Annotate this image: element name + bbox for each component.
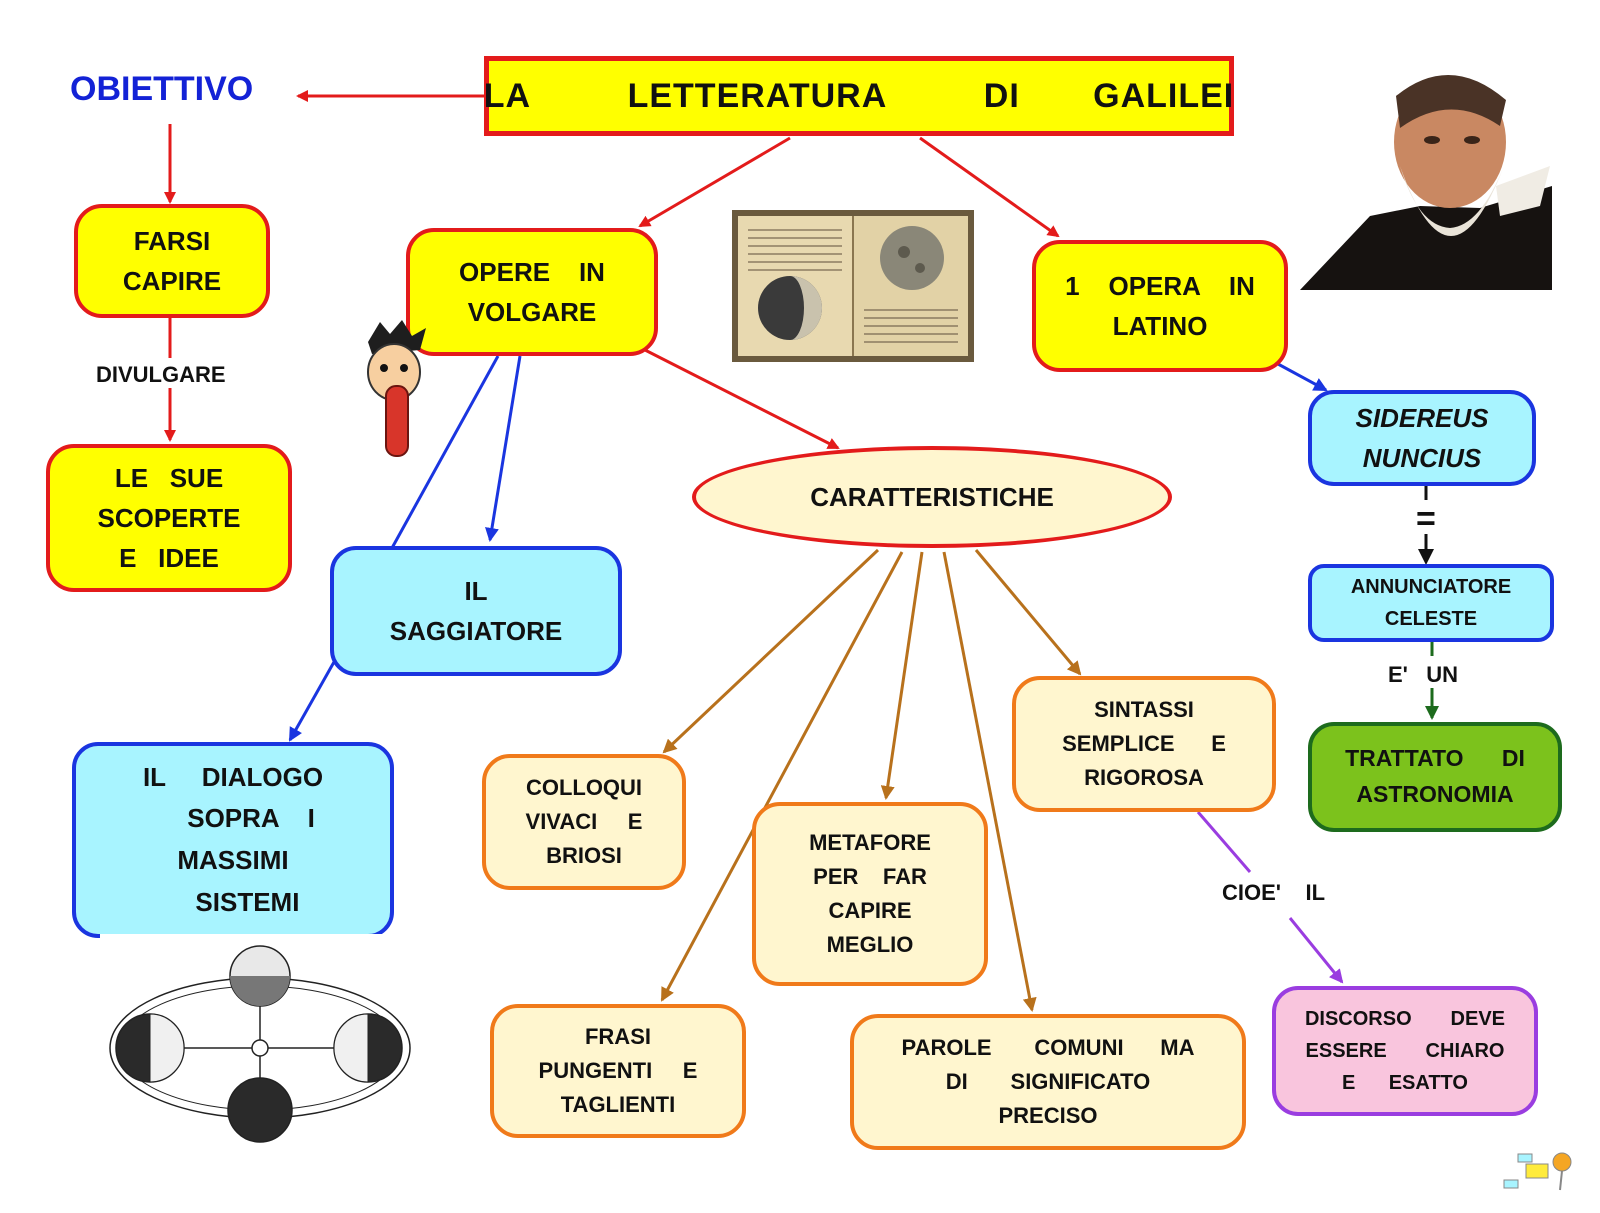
- link-label-uguale: =: [1416, 500, 1436, 538]
- arrow-cioe-to-discorso: [1288, 917, 1344, 984]
- arrow-car-to-colloqui: [662, 548, 880, 754]
- arrow-saggiatore-to-dialogo: [288, 661, 336, 742]
- arrow-car-to-metafore: [880, 551, 924, 800]
- node-annunciatore[interactable]: ANNUNCIATORE CELESTE: [1308, 564, 1554, 642]
- objective-label: OBIETTIVO: [70, 70, 254, 108]
- node-trattato[interactable]: TRATTATO DI ASTRONOMIA: [1308, 722, 1562, 832]
- node-caratteristiche[interactable]: CARATTERISTICHE: [692, 446, 1172, 548]
- arrow-latino-to-sidereus: [1277, 362, 1328, 392]
- link-label-cioe-il: CIOE' IL: [1222, 880, 1326, 905]
- node-sintassi[interactable]: SINTASSI SEMPLICE E RIGOROSA: [1012, 676, 1276, 812]
- book-image: [732, 210, 974, 362]
- node-frasi[interactable]: FRASI PUNGENTI E TAGLIENTI: [490, 1004, 746, 1138]
- arrow-title-to-latino: [919, 136, 1060, 238]
- line-sintassi-to-cioe: [1196, 811, 1252, 873]
- node-parole[interactable]: PAROLE COMUNI MA DI SIGNIFICATO PRECISO: [850, 1014, 1246, 1150]
- line-opere-to-dialogo: [390, 355, 500, 549]
- arrow-car-to-parole: [942, 551, 1037, 1012]
- node-opera-latino[interactable]: 1 OPERA IN LATINO: [1032, 240, 1288, 372]
- arrow-car-to-frasi: [660, 551, 904, 1002]
- galileo-portrait: [1300, 56, 1552, 290]
- logo-icon: [1503, 1152, 1572, 1191]
- node-opere-volgare[interactable]: OPERE IN VOLGARE: [406, 228, 658, 356]
- node-sidereus-nuncius[interactable]: SIDEREUS NUNCIUS: [1308, 390, 1536, 486]
- node-scoperte[interactable]: LE SUE SCOPERTE E IDEE: [46, 444, 292, 592]
- orbit-diagram-image: [100, 934, 420, 1166]
- node-metafore[interactable]: METAFORE PER FAR CAPIRE MEGLIO: [752, 802, 988, 986]
- map-title: LA LETTERATURA DI GALILEI: [484, 56, 1234, 136]
- node-discorso[interactable]: DISCORSO DEVE ESSERE CHIARO E ESATTO: [1272, 986, 1538, 1116]
- node-farsi-capire[interactable]: FARSI CAPIRE: [74, 204, 270, 318]
- cartoon-face-icon: [367, 320, 426, 457]
- link-label-e-un: E' UN: [1388, 662, 1459, 687]
- arrow-opere-to-saggiatore: [485, 355, 522, 542]
- node-saggiatore[interactable]: IL SAGGIATORE: [330, 546, 622, 676]
- node-dialogo[interactable]: IL DIALOGO SOPRA I MASSIMI SISTEMI: [72, 742, 394, 938]
- arrow-opere-to-caratteristiche: [644, 348, 840, 450]
- node-colloqui[interactable]: COLLOQUI VIVACI E BRIOSI: [482, 754, 686, 890]
- link-label-divulgare: DIVULGARE: [96, 362, 226, 387]
- arrow-car-to-sintassi: [974, 549, 1082, 676]
- arrow-title-to-opere: [638, 136, 791, 228]
